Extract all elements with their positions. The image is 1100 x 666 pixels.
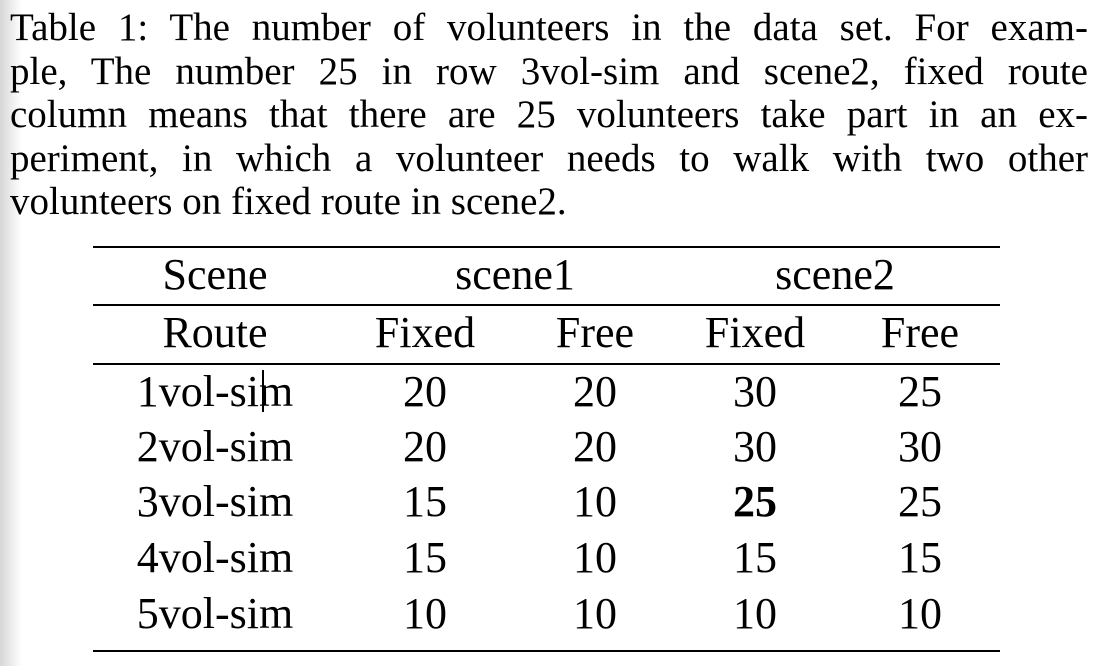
- caption-line: ple, The number 25 in row 3vol-sim and s…: [10, 49, 1088, 93]
- table-cell: 20: [403, 422, 447, 471]
- table-cell: 15: [733, 533, 777, 582]
- table-cell: 10: [733, 589, 777, 638]
- table-cell: 30: [733, 422, 777, 471]
- header-scene2-free: Free: [880, 308, 960, 357]
- table-cell: 30: [733, 367, 777, 416]
- table-cell: 10: [898, 589, 942, 638]
- row-label: 4vol-sim: [136, 533, 294, 582]
- header-scene1-fixed: Fixed: [374, 308, 476, 357]
- table-cell: 20: [403, 367, 447, 416]
- header-group-scene1: scene1: [455, 250, 575, 299]
- table-cell: 20: [573, 367, 617, 416]
- table-bottom-rule: [93, 650, 1000, 652]
- table-cell: 25: [898, 367, 942, 416]
- table-cell: 25: [898, 477, 942, 526]
- text-cursor: [262, 370, 264, 412]
- highlighted-table-cell: 25: [733, 477, 777, 526]
- table-cell: 10: [573, 477, 617, 526]
- table-cell: 15: [403, 533, 447, 582]
- table-cell: 30: [898, 422, 942, 471]
- row-label: 1vol-sim: [136, 367, 294, 416]
- header-scene-label: Scene: [162, 250, 268, 299]
- caption-line: Table 1: The number of volunteers in the…: [10, 6, 1088, 49]
- table-header-rule: [93, 304, 1000, 306]
- header-route-label: Route: [162, 308, 268, 357]
- page-edge-shadow: [0, 0, 22, 666]
- row-label: 3vol-sim: [136, 477, 294, 526]
- table-cell: 10: [403, 589, 447, 638]
- table-cell: 15: [403, 477, 447, 526]
- table-caption: Table 1: The number of volunteers in the…: [10, 6, 1088, 224]
- caption-line: volunteers on fixed route in scene2.: [10, 180, 567, 223]
- header-scene1-free: Free: [555, 308, 635, 357]
- row-label: 2vol-sim: [136, 422, 294, 471]
- header-group-scene2: scene2: [775, 250, 895, 299]
- table-cell: 10: [573, 589, 617, 638]
- table-cell: 15: [898, 533, 942, 582]
- table-cell: 10: [573, 533, 617, 582]
- table-subheader-rule: [93, 363, 1000, 365]
- caption-line: periment, in which a volunteer needs to …: [10, 136, 1088, 180]
- table-cell: 20: [573, 422, 617, 471]
- row-label: 5vol-sim: [136, 589, 294, 638]
- header-scene2-fixed: Fixed: [704, 308, 806, 357]
- caption-line: column means that there are 25 volunteer…: [10, 93, 1088, 136]
- table-top-rule: [93, 246, 1000, 248]
